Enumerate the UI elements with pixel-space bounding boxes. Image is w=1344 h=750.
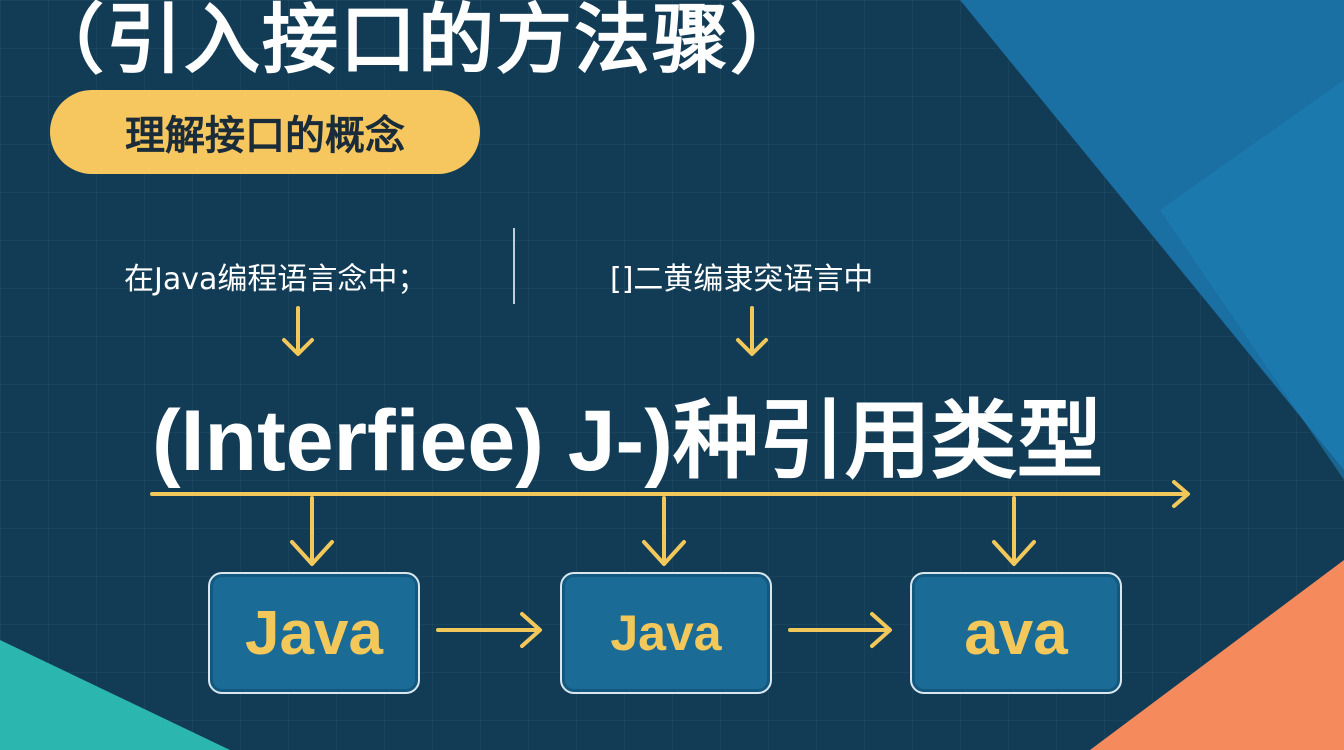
caption-divider — [513, 228, 515, 304]
java-box-3-label: ava — [964, 598, 1068, 668]
right-arrow-icon-2 — [788, 612, 892, 648]
down-arrow-icon-5 — [992, 496, 1036, 566]
corner-shape-top-right — [960, 0, 1344, 470]
java-box-2: Java — [560, 572, 772, 694]
corner-shape-right-edge — [1160, 80, 1344, 480]
corner-shape-bottom-left — [0, 640, 230, 750]
caption-right: []二黄编隶突语言中 — [610, 262, 874, 297]
concept-pill: 理解接口的概念 — [50, 90, 480, 174]
java-box-1-label: Java — [245, 598, 383, 668]
down-arrow-icon-4 — [642, 496, 686, 566]
caption-left: 在Java编程语言念中； — [124, 262, 428, 297]
down-arrow-icon-1 — [282, 306, 314, 356]
down-arrow-icon-2 — [736, 306, 768, 356]
right-arrow-icon-1 — [436, 612, 542, 648]
java-box-3: ava — [910, 572, 1122, 694]
horizontal-axis-arrow — [150, 480, 1190, 508]
headline: (Interfiee) J-)种引用类型 — [152, 393, 1103, 489]
corner-shape-bottom-right — [1090, 560, 1344, 750]
java-box-1: Java — [208, 572, 420, 694]
down-arrow-icon-3 — [290, 496, 334, 566]
concept-pill-label: 理解接口的概念 — [125, 113, 405, 159]
page-title: （引入接口的方法骤） — [28, 0, 808, 84]
java-box-2-label: Java — [610, 605, 722, 661]
